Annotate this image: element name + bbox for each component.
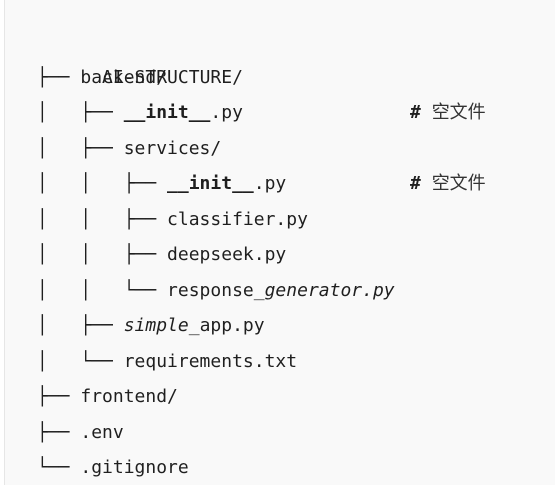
file-name-part: __init__ [167, 173, 254, 194]
tree-branch: └── [37, 457, 81, 478]
tree-root-label: AI-STRUCTURE/ [102, 66, 243, 88]
tree-branch: ├── [37, 421, 81, 443]
tree-branch: │ ├── [37, 315, 124, 336]
tree-branch: │ │ ├── [37, 244, 168, 265]
comment: # 空文件 [410, 173, 486, 194]
code-block: AI-STRUCTURE/ ├── backend/│ ├── __init__… [4, 0, 555, 485]
tree-entry: ├── .env [37, 415, 395, 451]
tree-entry: │ │ ├── deepseek.py [37, 237, 395, 273]
comment: # 空文件 [410, 102, 486, 123]
directory-tree: AI-STRUCTURE/ ├── backend/│ ├── __init__… [37, 24, 486, 486]
tree-branch: │ ├── [37, 102, 124, 123]
file-name-part: response_ [167, 279, 265, 301]
tree-entry: │ │ ├── __init__.py # 空文件 [37, 166, 486, 202]
tree-entry: ├── backend/ [37, 60, 395, 96]
tree-branch: ├── [37, 386, 81, 407]
tree-entry: │ │ ├── classifier.py [37, 202, 395, 238]
file-name-part: backend/ [80, 66, 168, 88]
tree-lines: ├── backend/│ ├── __init__.py# 空文件│ ├── … [37, 60, 486, 486]
tree-entry: │ │ └── response_generator.py [37, 273, 395, 309]
tree-entry: ├── frontend/ [37, 379, 395, 415]
tree-branch: ├── [37, 66, 81, 88]
file-name-part: simple [123, 315, 189, 336]
file-name-part: __init__ [123, 102, 211, 123]
file-name-part: _app.py [188, 315, 265, 336]
file-name-part: classifier.py [167, 208, 308, 230]
file-name-part: services/ [123, 137, 222, 159]
tree-entry: │ ├── __init__.py # 空文件 [37, 95, 486, 131]
file-name-part: .py [210, 102, 243, 123]
file-name-part: generator.py [264, 279, 395, 301]
tree-entry: │ └── requirements.txt [37, 344, 395, 380]
tree-entry: │ ├── simple_app.py [37, 308, 395, 344]
file-name-part: .gitignore [80, 457, 189, 478]
tree-branch: │ │ ├── [37, 173, 168, 194]
tree-entry: └── .gitignore [37, 450, 395, 486]
tree-branch: │ ├── [37, 137, 124, 159]
tree-branch: │ │ └── [37, 279, 168, 301]
tree-branch: │ └── [37, 350, 124, 372]
file-name-part: requirements.txt [123, 350, 298, 372]
file-name-part: deepseek.py [167, 244, 287, 265]
file-name-part: frontend/ [80, 386, 178, 407]
tree-branch: │ │ ├── [37, 208, 168, 230]
tree-root: AI-STRUCTURE/ [37, 24, 395, 88]
file-name-part: .py [253, 173, 287, 194]
file-name-part: .env [80, 421, 124, 443]
tree-entry: │ ├── services/ [37, 131, 395, 167]
